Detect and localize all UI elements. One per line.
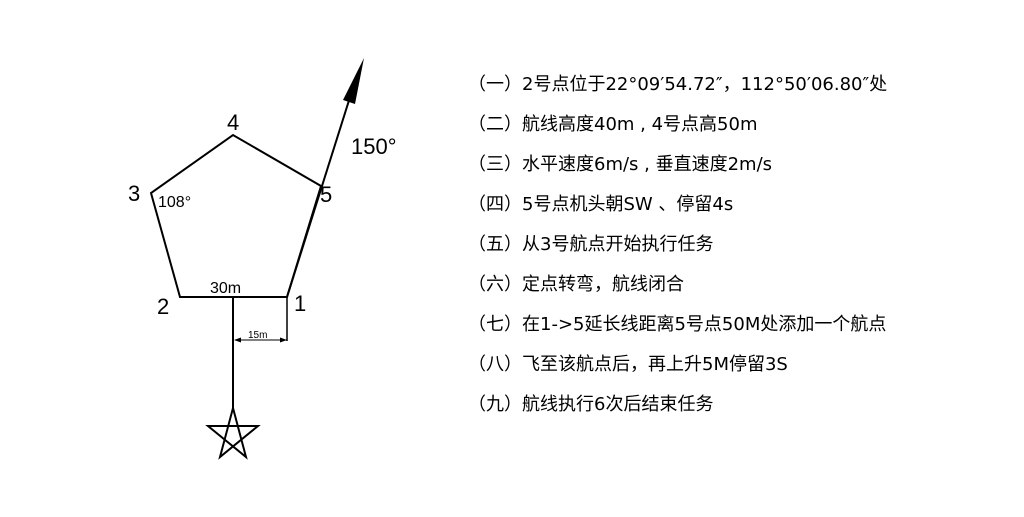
step-text: 2号点位于22°09′54.72″，112°50′06.80″处: [522, 74, 888, 95]
offset-label: 15m: [248, 330, 267, 341]
step-text: 飞至该航点后，再上升5M停留3S: [522, 354, 788, 375]
offset-arrow-right: [280, 337, 287, 343]
mission-step: （二）航线高度40m , 4号点高50m: [468, 112, 887, 152]
step-index: （八）: [468, 354, 522, 375]
step-index: （一）: [468, 74, 522, 95]
step-index: （九）: [468, 394, 522, 415]
mission-step: （一）2号点位于22°09′54.72″，112°50′06.80″处: [468, 72, 887, 112]
mission-step: （四）5号点机头朝SW 、停留4s: [468, 192, 887, 232]
vertex-label-1: 1: [294, 291, 306, 316]
heading-arrowhead: [343, 58, 364, 104]
step-index: （七）: [468, 314, 522, 335]
angle-label: 108°: [158, 194, 191, 211]
step-index: （五）: [468, 234, 522, 255]
step-index: （三）: [468, 154, 522, 175]
step-text: 从3号航点开始执行任务: [522, 234, 714, 255]
step-text: 航线执行6次后结束任务: [522, 394, 714, 415]
step-text: 水平速度6m/s , 垂直速度2m/s: [522, 154, 773, 175]
vertex-label-5: 5: [320, 182, 332, 207]
mission-step: （六）定点转弯，航线闭合: [468, 272, 887, 312]
step-index: （二）: [468, 114, 522, 135]
side-length-label: 30m: [210, 280, 241, 297]
star-icon: [205, 404, 261, 460]
step-text: 定点转弯，航线闭合: [522, 274, 684, 295]
mission-step: （八）飞至该航点后，再上升5M停留3S: [468, 352, 887, 392]
step-index: （四）: [468, 194, 522, 215]
heading-arrow-line: [286, 74, 358, 298]
mission-step: （五）从3号航点开始执行任务: [468, 232, 887, 272]
vertex-label-4: 4: [227, 110, 239, 135]
step-text: 在1->5延长线距离5号点50M处添加一个航点: [522, 314, 887, 335]
mission-step: （三）水平速度6m/s , 垂直速度2m/s: [468, 152, 887, 192]
vertex-label-2: 2: [157, 294, 169, 319]
step-index: （六）: [468, 274, 522, 295]
mission-steps: （一）2号点位于22°09′54.72″，112°50′06.80″处 （二）航…: [468, 72, 887, 432]
vertex-label-3: 3: [128, 181, 140, 206]
step-text: 航线高度40m , 4号点高50m: [522, 114, 758, 135]
mission-step: （七）在1->5延长线距离5号点50M处添加一个航点: [468, 312, 887, 352]
step-text: 5号点机头朝SW 、停留4s: [522, 194, 734, 215]
mission-step: （九）航线执行6次后结束任务: [468, 392, 887, 432]
offset-arrow-left: [234, 337, 241, 343]
heading-label: 150°: [351, 134, 397, 159]
